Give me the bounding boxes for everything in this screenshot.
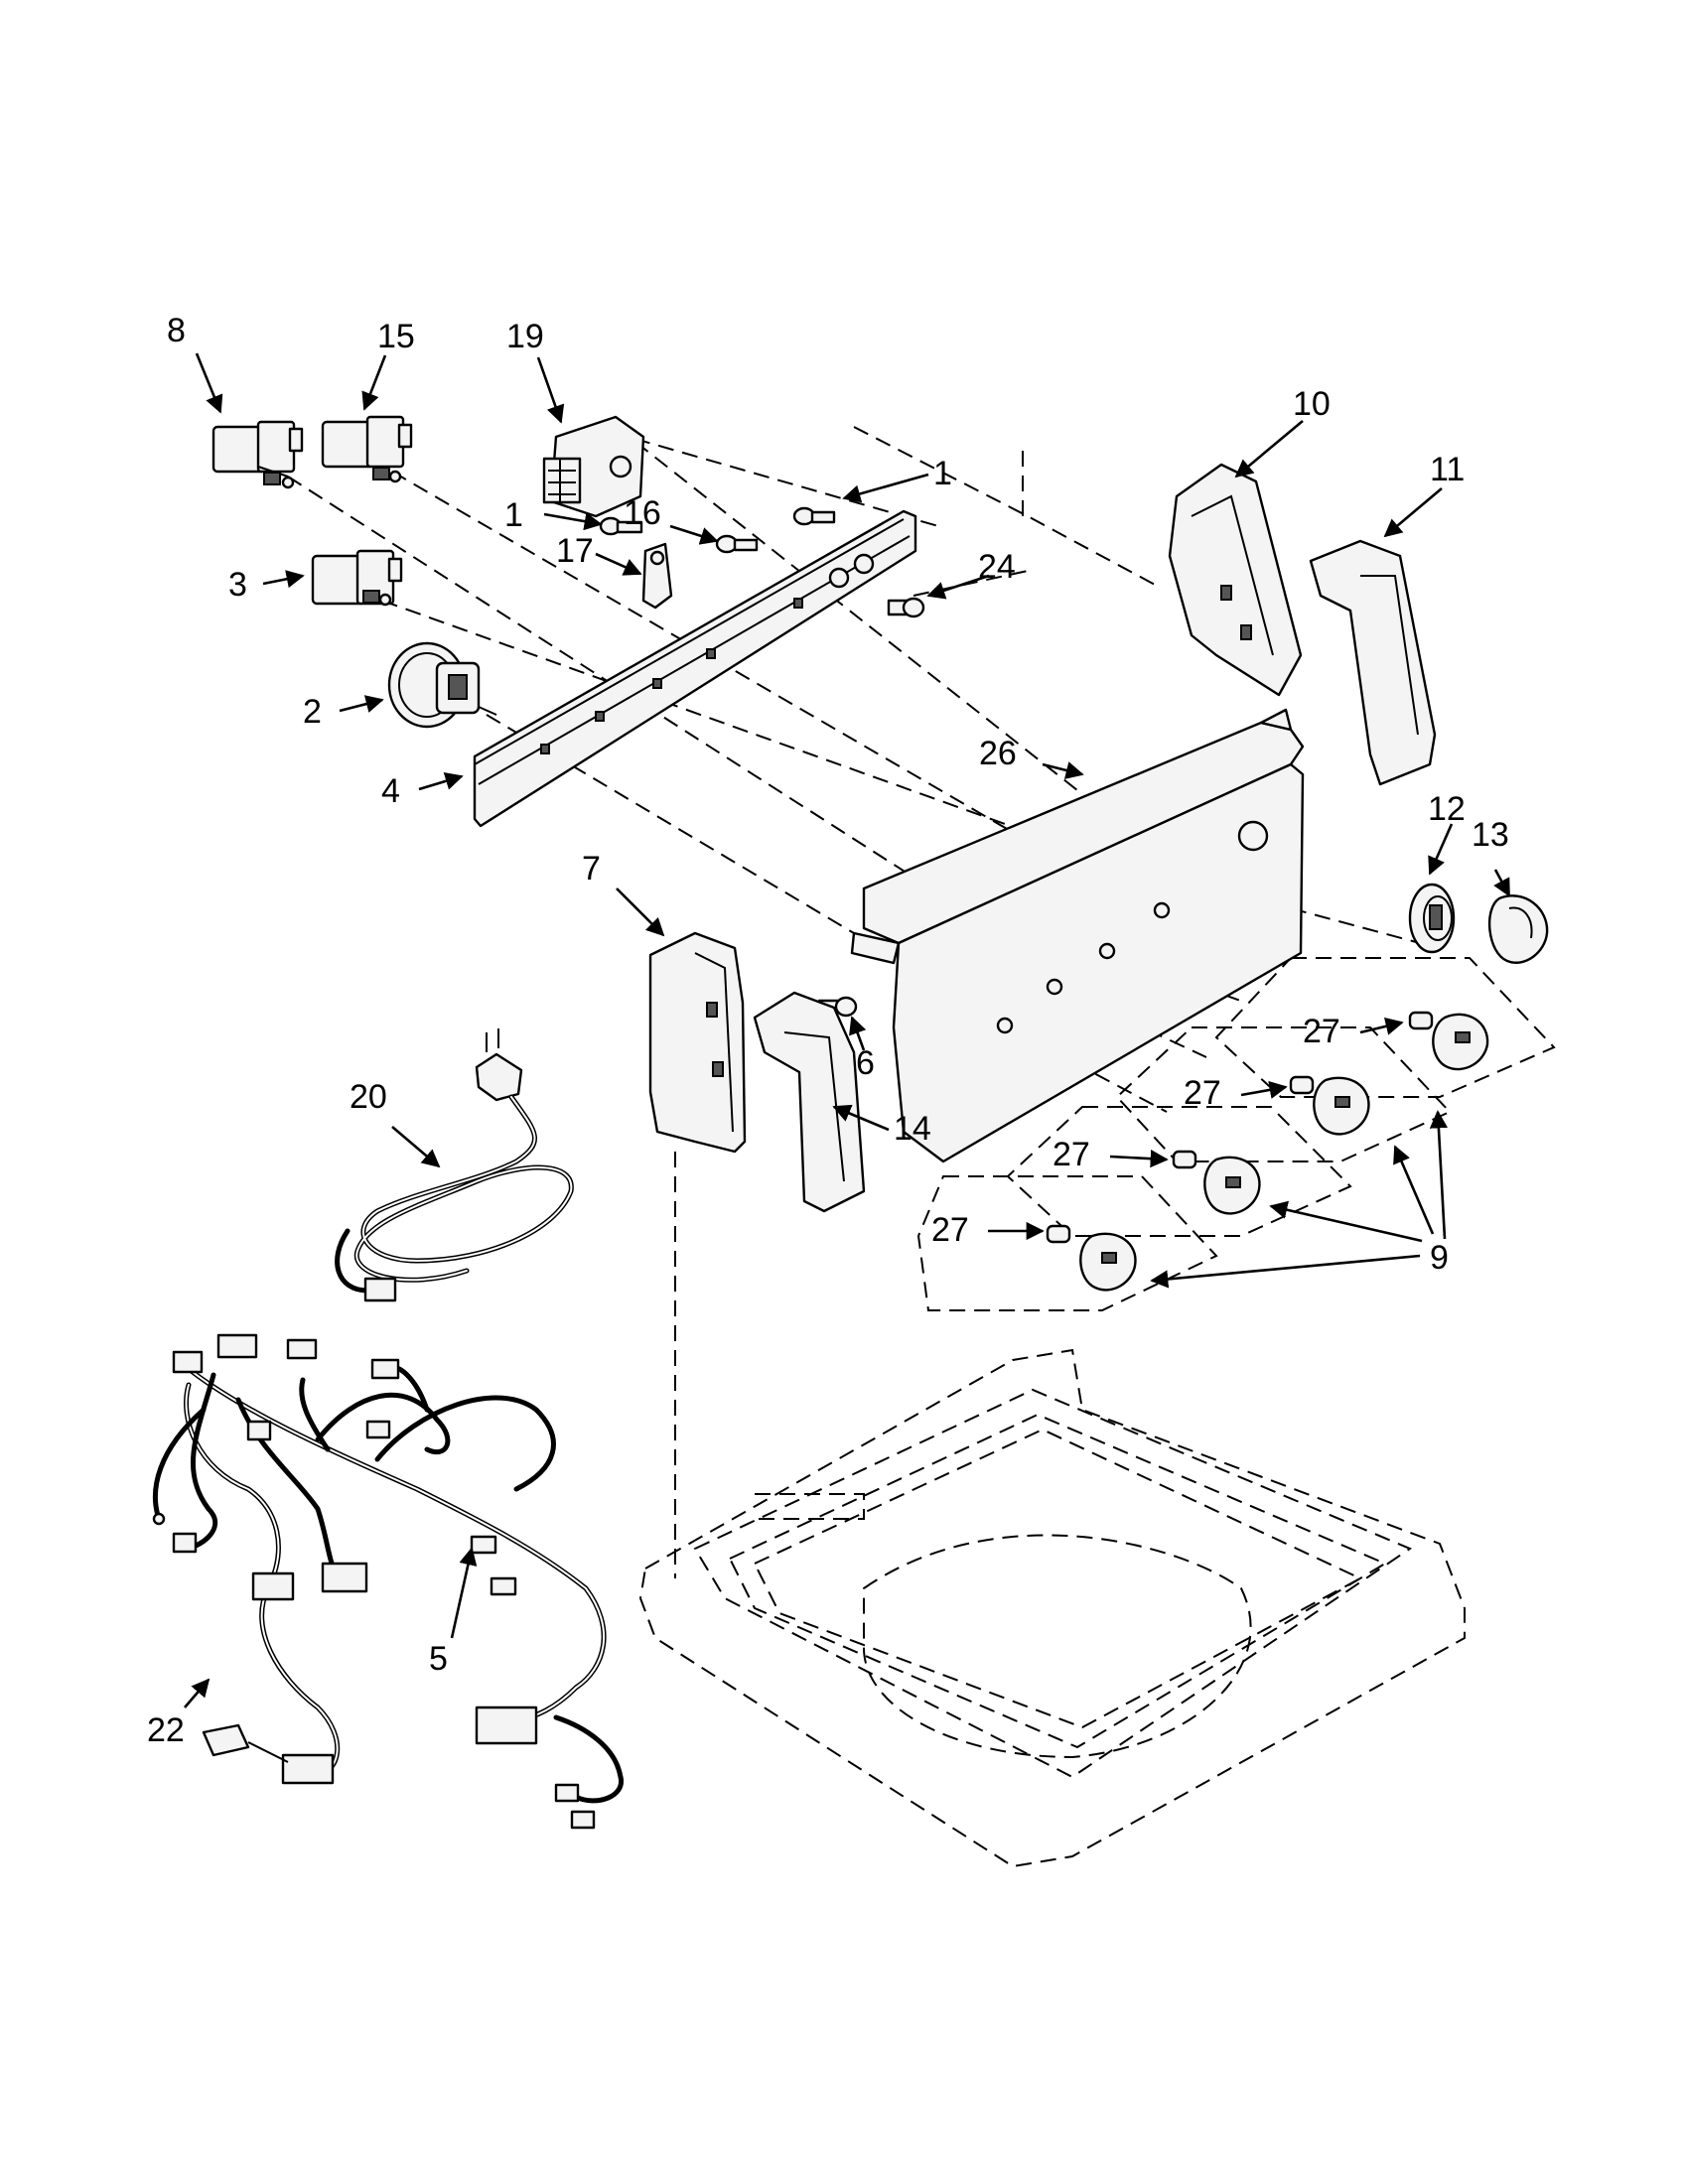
callout-12: 12 bbox=[1428, 790, 1466, 828]
control-bracket-4 bbox=[473, 509, 917, 828]
screw-1-right bbox=[792, 506, 836, 526]
callout-8: 8 bbox=[167, 312, 186, 349]
bracket-17 bbox=[641, 542, 673, 610]
knob-13 bbox=[1487, 894, 1549, 964]
power-cord-20 bbox=[335, 1028, 574, 1302]
knob-group-3 bbox=[1172, 1150, 1261, 1215]
switch-3 bbox=[311, 549, 403, 607]
end-cap-10 bbox=[1168, 463, 1303, 697]
callout-17: 17 bbox=[556, 532, 594, 570]
callout-5: 5 bbox=[429, 1640, 448, 1678]
cabinet-top-outline bbox=[638, 1348, 1466, 1868]
screw-24 bbox=[887, 597, 925, 618]
switch-8 bbox=[211, 420, 304, 489]
callout-27-3: 27 bbox=[1052, 1136, 1090, 1173]
callout-4: 4 bbox=[381, 772, 400, 810]
knob-group-4 bbox=[1046, 1224, 1137, 1292]
callout-20: 20 bbox=[350, 1078, 387, 1116]
knob-group-1 bbox=[1408, 1011, 1489, 1071]
callout-27-1: 27 bbox=[1303, 1013, 1340, 1050]
wire-harness-5 bbox=[152, 1333, 624, 1830]
callout-labels: 8 15 19 1 1 16 17 10 11 24 3 2 4 26 12 1… bbox=[147, 312, 1509, 1749]
callout-10: 10 bbox=[1293, 385, 1331, 423]
callout-1-left: 1 bbox=[504, 496, 523, 534]
end-cap-11 bbox=[1309, 539, 1437, 786]
callout-19: 19 bbox=[506, 318, 544, 355]
end-cap-14 bbox=[753, 991, 866, 1213]
callout-14: 14 bbox=[894, 1110, 931, 1148]
timer-2 bbox=[387, 641, 497, 729]
knob-group-outlines bbox=[916, 957, 1556, 1311]
callout-26: 26 bbox=[979, 735, 1017, 772]
console-26 bbox=[850, 708, 1305, 1163]
selector-12 bbox=[1408, 883, 1456, 954]
callout-22: 22 bbox=[147, 1711, 185, 1749]
knob-group-2 bbox=[1289, 1075, 1370, 1136]
callout-7: 7 bbox=[582, 850, 601, 887]
callout-27-4: 27 bbox=[931, 1211, 969, 1249]
alignment-lines bbox=[287, 426, 1421, 1578]
callout-13: 13 bbox=[1472, 816, 1509, 854]
callout-arrows bbox=[184, 352, 1511, 1708]
callout-11: 11 bbox=[1430, 451, 1465, 488]
callout-2: 2 bbox=[303, 693, 322, 731]
callout-1-right: 1 bbox=[933, 455, 952, 492]
switch-15 bbox=[321, 415, 413, 483]
callout-3: 3 bbox=[228, 566, 247, 604]
callout-6: 6 bbox=[856, 1044, 875, 1082]
callout-9: 9 bbox=[1430, 1239, 1449, 1277]
callout-15: 15 bbox=[377, 318, 415, 355]
callout-24: 24 bbox=[978, 548, 1016, 586]
screw-16 bbox=[715, 534, 759, 554]
callout-16: 16 bbox=[624, 494, 661, 532]
screw-1-left bbox=[599, 516, 643, 536]
callout-27-2: 27 bbox=[1184, 1074, 1221, 1112]
actuator-19 bbox=[542, 415, 645, 518]
end-cap-7 bbox=[648, 931, 747, 1154]
part-22 bbox=[202, 1723, 289, 1763]
